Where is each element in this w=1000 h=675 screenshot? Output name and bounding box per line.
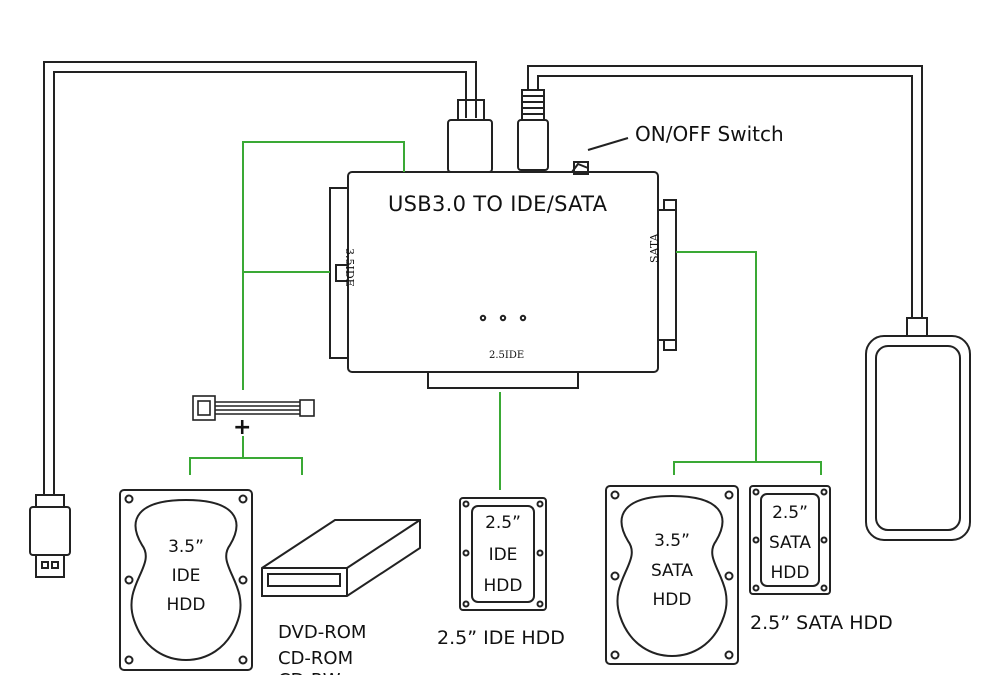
power-adapter bbox=[865, 317, 971, 541]
on-off-switch bbox=[571, 137, 629, 175]
usb-a-plug bbox=[29, 494, 71, 578]
hdd-35-sata bbox=[605, 485, 739, 665]
hdd-25-sata-caption: 2.5” SATA HDD bbox=[750, 612, 893, 634]
dc-plug bbox=[517, 89, 549, 171]
hdd-25-ide bbox=[459, 497, 547, 611]
hdd-35-sata-size: 3.5” bbox=[654, 531, 690, 551]
hdd-35-sata-type: SATA bbox=[650, 561, 694, 581]
usb-cable bbox=[43, 61, 477, 495]
hdd-25-sata-kind: HDD bbox=[770, 563, 810, 583]
optical-label-dvdrom: DVD-ROM bbox=[278, 622, 367, 643]
hdd-25-ide-kind: HDD bbox=[483, 576, 523, 596]
hdd-25-sata bbox=[749, 485, 831, 595]
hdd-35-ide-type: IDE bbox=[171, 566, 201, 586]
hdd-25-sata-size: 2.5” bbox=[772, 503, 808, 523]
hdd-25-ide-type: IDE bbox=[488, 545, 518, 565]
hdd-35-ide-size: 3.5” bbox=[168, 537, 204, 557]
hdd-25-ide-size: 2.5” bbox=[485, 513, 521, 533]
hdd-35-ide-kind: HDD bbox=[166, 595, 206, 615]
plus-sign: + bbox=[233, 415, 252, 440]
port-label-sata: SATA bbox=[648, 233, 661, 263]
usb-plug-top bbox=[447, 99, 493, 173]
optical-label-cdrom: CD-ROM bbox=[278, 648, 354, 669]
hdd-35-sata-kind: HDD bbox=[652, 590, 692, 610]
port-label-35ide: 3.5IDE bbox=[343, 248, 356, 287]
optical-drive bbox=[261, 519, 421, 597]
hdd-35-ide bbox=[119, 489, 253, 671]
device-title: USB3.0 TO IDE/SATA bbox=[388, 192, 608, 216]
hdd-25-ide-caption: 2.5” IDE HDD bbox=[437, 627, 565, 649]
connection-lines bbox=[189, 141, 822, 490]
molex-power-connector bbox=[192, 395, 315, 421]
hdd-25-sata-type: SATA bbox=[768, 533, 812, 553]
power-cable bbox=[527, 65, 923, 318]
switch-label: ON/OFF Switch bbox=[635, 122, 784, 146]
optical-label-cdrw: CD-RW bbox=[278, 668, 341, 675]
port-label-25ide: 2.5IDE bbox=[489, 350, 525, 361]
